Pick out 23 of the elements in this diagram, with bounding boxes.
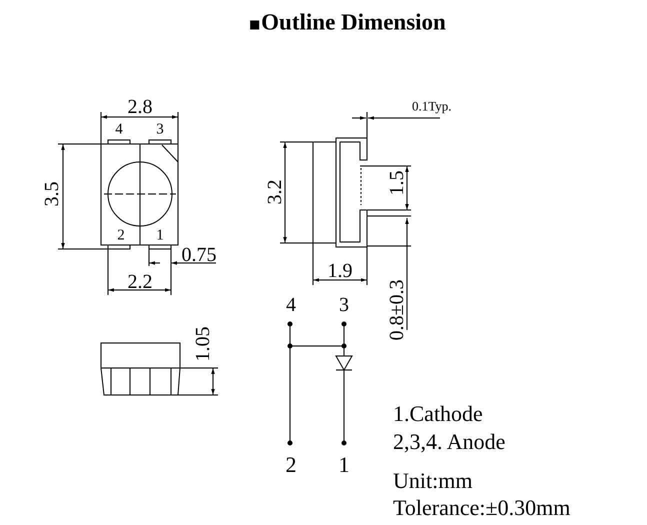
pin-number: 2 <box>117 228 125 244</box>
tolerance-note: Tolerance:±0.30mm <box>393 497 570 519</box>
dimension-label: 1.9 <box>328 261 352 281</box>
pin-number: 4 <box>286 295 296 315</box>
pin-number: 1 <box>156 228 164 244</box>
dimension-label: 0.75 <box>182 245 216 265</box>
pin-number: 2 <box>286 454 296 476</box>
pin-number: 3 <box>156 122 164 138</box>
pin-legend-text: 1.Cathode <box>393 403 483 425</box>
dimension-label: 2.8 <box>128 97 152 117</box>
dimension-label: 1.5 <box>387 170 407 196</box>
dimension-label: 1.05 <box>193 326 213 362</box>
pin-number: 1 <box>338 454 350 476</box>
title: Outline Dimension <box>261 10 446 34</box>
dimension-label: 3.2 <box>265 180 285 204</box>
dimension-label: 2.2 <box>128 272 152 292</box>
pin-number: 3 <box>339 295 349 315</box>
dimension-label: 0.1Typ. <box>412 100 452 112</box>
dimension-label: 3.5 <box>42 182 62 206</box>
dimension-label: 0.8±0.3 <box>387 280 407 340</box>
unit-note: Unit:mm <box>393 470 472 492</box>
pin-number: 4 <box>115 122 123 138</box>
pin-legend-text: 2,3,4. Anode <box>393 431 506 453</box>
